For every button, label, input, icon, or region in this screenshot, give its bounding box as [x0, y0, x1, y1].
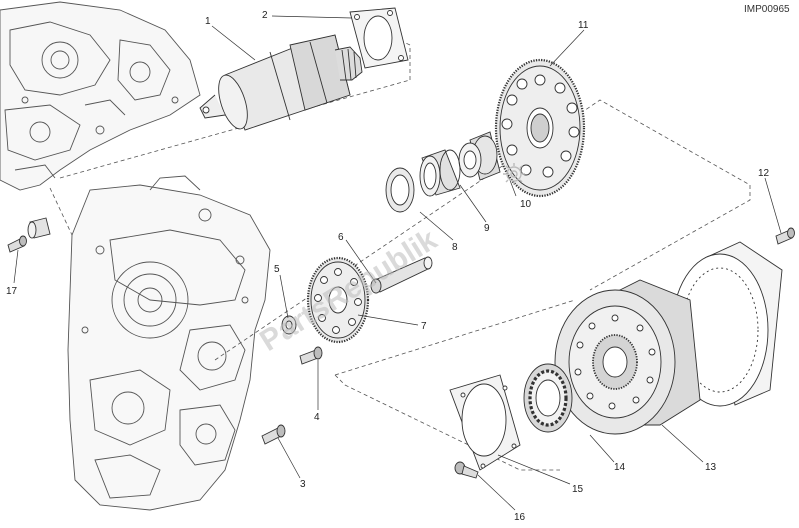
leader-lines: [13, 15, 782, 511]
idler-gear: [306, 256, 370, 344]
idler-shaft: [370, 256, 433, 294]
callout-5: 5: [274, 264, 280, 275]
callout-10: 10: [520, 199, 532, 210]
screw-3: [261, 424, 286, 445]
callout-14: 14: [614, 462, 626, 473]
screw-4: [299, 346, 323, 365]
callout-17: 17: [6, 286, 18, 297]
watermark-gear-icon: [503, 163, 525, 185]
callout-13: 13: [705, 462, 717, 473]
flywheel-rotor: [554, 279, 701, 435]
thrust-washer: [385, 167, 415, 213]
callout-16: 16: [514, 512, 526, 523]
callout-9: 9: [484, 223, 490, 234]
screw-12: [775, 227, 795, 245]
one-way-clutch: [523, 363, 573, 433]
bushing: [419, 149, 461, 197]
callout-7: 7: [421, 321, 427, 332]
callout-15: 15: [572, 484, 584, 495]
callout-3: 3: [300, 479, 306, 490]
assembly-lines: [49, 37, 751, 471]
callout-8: 8: [452, 242, 458, 253]
freewheel-hub: [458, 131, 501, 181]
screw-17: [7, 217, 51, 253]
callout-numbers: 1 2 3 4 5 6 7 8 9 10 11 12 13 14 15 16 1…: [6, 10, 770, 523]
callout-2: 2: [262, 10, 268, 21]
callout-4: 4: [314, 412, 320, 423]
callout-1: 1: [205, 16, 211, 27]
callout-12: 12: [758, 168, 770, 179]
engine-case-lower: [67, 175, 271, 511]
screw-16: [454, 461, 479, 479]
engine-case-upper: [0, 1, 201, 191]
clutch-cover-plate: [449, 374, 521, 471]
starter-motor: [199, 34, 363, 131]
starter-gear-large: [494, 58, 586, 198]
callout-11: 11: [578, 20, 589, 31]
diagram-code: IMP00965: [744, 4, 790, 15]
starter-gasket: [349, 7, 409, 69]
callout-6: 6: [338, 232, 344, 243]
small-washer: [281, 315, 297, 335]
